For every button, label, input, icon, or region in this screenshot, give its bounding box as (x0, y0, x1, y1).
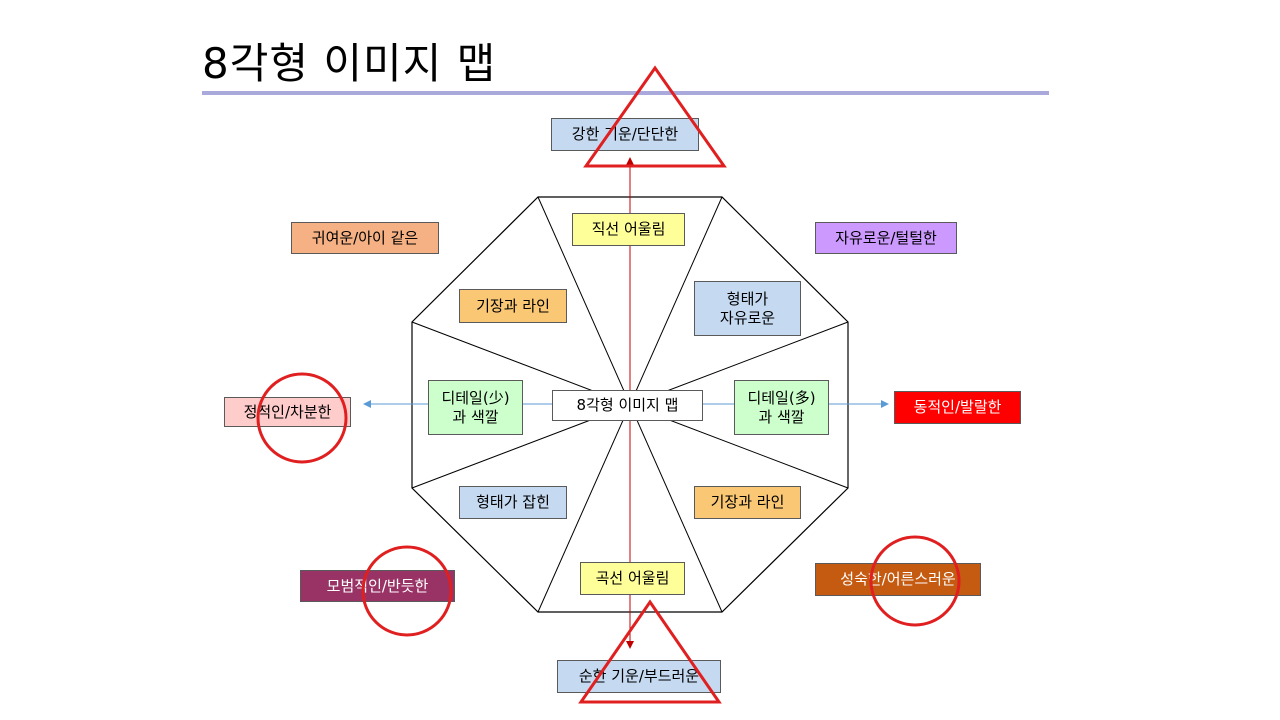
outer-label-bottom-right: 성숙한/어른스러운 (815, 563, 981, 596)
outer-label-bottom-left: 모범적인/반듯한 (300, 570, 455, 602)
inner-label-lower-right: 기장과 라인 (694, 486, 801, 519)
inner-label-upper-left: 기장과 라인 (459, 289, 567, 323)
outer-label-top: 강한 기운/단단한 (551, 118, 699, 151)
inner-label-lower-left: 형태가 잡힌 (459, 486, 567, 519)
outer-label-bottom: 순한 기운/부드러운 (557, 660, 721, 693)
inner-label-left: 디테일(少) 과 색깔 (428, 380, 523, 435)
inner-label-bottom: 곡선 어울림 (580, 562, 685, 595)
inner-label-right: 디테일(多) 과 색깔 (734, 380, 829, 435)
inner-label-upper-right: 형태가 자유로운 (694, 281, 801, 336)
outer-label-left: 정적인/차분한 (224, 397, 351, 427)
outer-label-right: 동적인/발랄한 (894, 391, 1021, 424)
outer-label-top-left: 귀여운/아이 같은 (291, 222, 439, 254)
outer-label-top-right: 자유로운/털털한 (815, 222, 957, 254)
page-title: 8각형 이미지 맵 (202, 39, 497, 88)
center-label: 8각형 이미지 맵 (552, 390, 703, 421)
inner-label-top: 직선 어울림 (572, 213, 685, 246)
